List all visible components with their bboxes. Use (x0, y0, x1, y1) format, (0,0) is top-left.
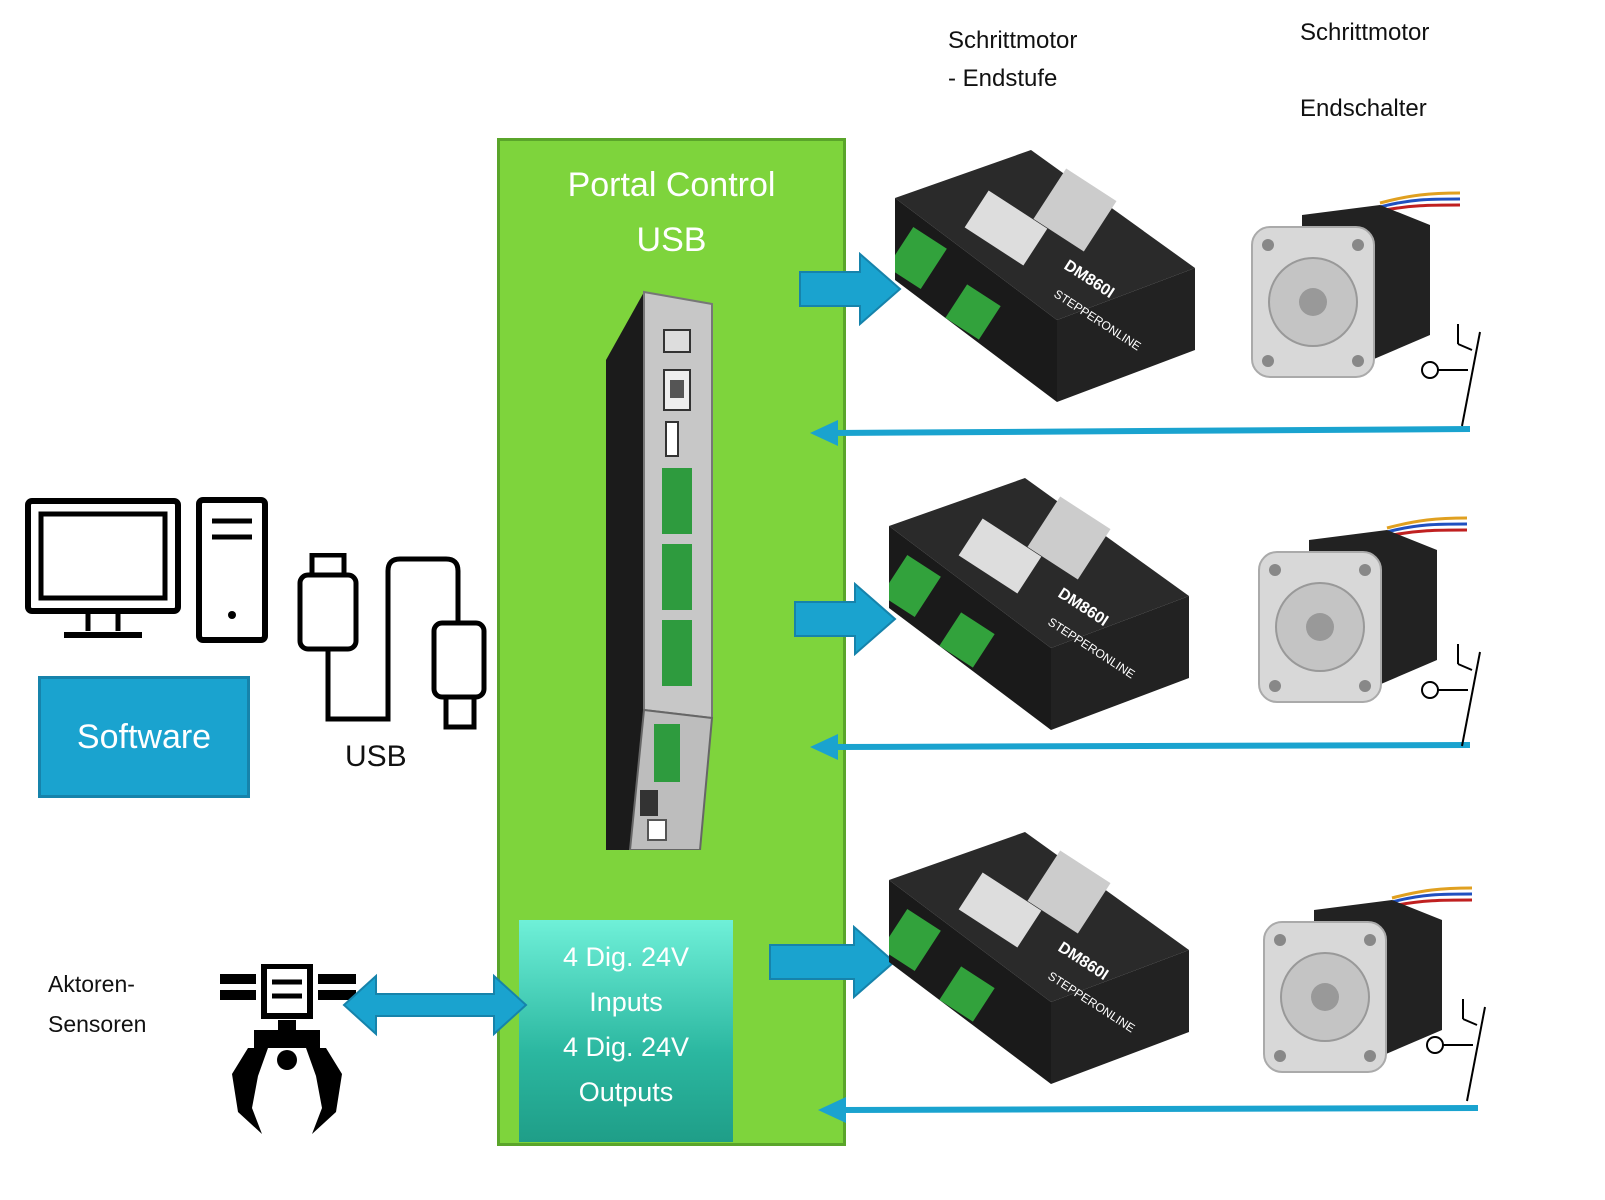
driver-label-line1: Schrittmotor (948, 27, 1078, 54)
limit-switch-2-icon (1421, 644, 1481, 747)
io-line-2: Inputs (589, 987, 663, 1017)
feedback-line-3-icon (818, 1097, 1479, 1123)
control-arrow-3-icon (769, 925, 896, 999)
driver-label-line2: - Endstufe (948, 65, 1058, 92)
feedback-line-2-icon (810, 734, 1471, 760)
portal-control-title: Portal Control USB (497, 158, 846, 268)
actors-label-line2: Sensoren (48, 1011, 147, 1037)
actors-label-line1: Aktoren- (48, 971, 135, 997)
controller-device-icon (606, 290, 714, 850)
portal-control-title-line1: Portal Control (567, 166, 776, 204)
limit-switch-1-icon (1421, 324, 1481, 427)
control-arrow-1-icon (799, 252, 902, 326)
switch-column-label: Endschalter (1300, 95, 1427, 122)
software-box: Software (38, 676, 250, 798)
io-line-3: 4 Dig. 24V (562, 1032, 690, 1062)
stepper-motor-1-icon (1251, 191, 1461, 378)
actors-io-double-arrow-icon (342, 973, 528, 1037)
feedback-line-1-icon (810, 420, 1471, 446)
stepper-driver-2: STEPPERONLINE DM860I (889, 478, 1189, 730)
control-arrow-2-icon (794, 582, 897, 656)
motor-column-label: Schrittmotor (1300, 19, 1430, 46)
pc-tower-icon (196, 497, 268, 643)
stepper-driver-1: STEPPERONLINE DM860I (895, 150, 1195, 402)
io-line-4: Outputs (578, 1077, 674, 1107)
stepper-motor-2-icon (1258, 516, 1468, 703)
stepper-motor-3-icon (1263, 886, 1473, 1073)
usb-cable-icon (297, 553, 487, 730)
driver-column-label: Schrittmotor - Endstufe (948, 22, 1077, 98)
limit-switch-3-icon (1426, 999, 1486, 1102)
usb-label: USB (345, 740, 407, 773)
io-box: 4 Dig. 24V Inputs 4 Dig. 24V Outputs (519, 920, 733, 1142)
io-line-1: 4 Dig. 24V (562, 942, 690, 972)
robot-gripper-icon (220, 964, 356, 1134)
stepper-driver-3: STEPPERONLINE DM860I (889, 832, 1189, 1084)
portal-control-title-line2: USB (636, 221, 707, 259)
monitor-icon (25, 498, 181, 638)
actors-sensors-label: Aktoren- Sensoren (48, 964, 146, 1044)
